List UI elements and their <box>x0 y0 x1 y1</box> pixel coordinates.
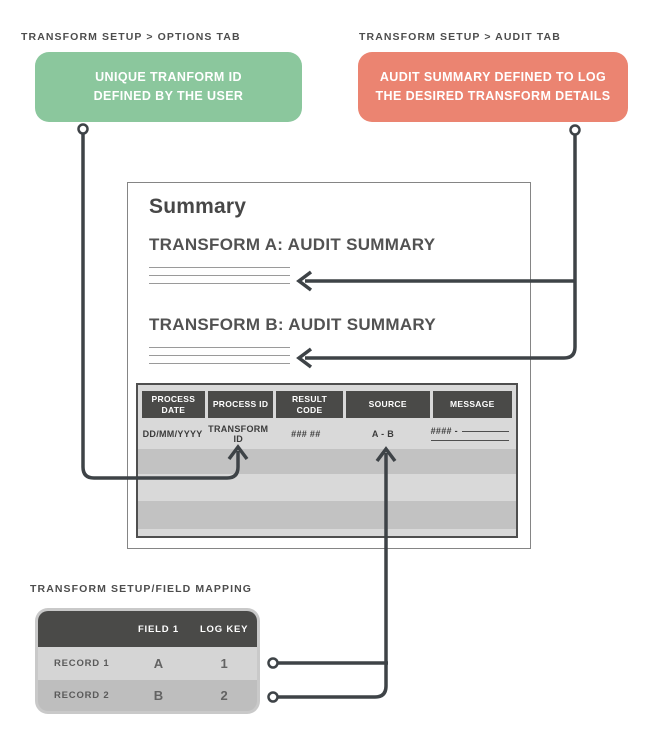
connector-dot <box>267 691 279 703</box>
header-cell-process-id: PROCESS ID <box>207 391 274 418</box>
audit-callout: AUDIT SUMMARY DEFINED TO LOG THE DESIRED… <box>358 52 628 122</box>
audit-callout-line2: THE DESIRED TRANSFORM DETAILS <box>375 89 611 103</box>
transform-a-placeholder-lines <box>149 267 290 291</box>
empty-table-row <box>138 501 516 529</box>
field-mapping-table: FIELD 1 LOG KEY RECORD 1 A 1 RECORD 2 B … <box>35 608 260 714</box>
transform-b-placeholder-lines <box>149 347 290 371</box>
connector-dot <box>77 123 89 135</box>
record2-field1-value: B <box>153 688 164 703</box>
record1-label: RECORD 1 <box>54 658 110 669</box>
empty-table-row <box>138 449 516 474</box>
mapping-header-field1: FIELD 1 <box>137 623 179 635</box>
audit-table-data-row: DD/MM/YYYY TRANSFORM ID ### ## A - B ###… <box>142 418 512 449</box>
audit-table-header-row: PROCESS DATE PROCESS ID RESULT CODE SOUR… <box>142 391 512 418</box>
record1-field1-value: A <box>153 656 164 671</box>
message-prefix: #### - <box>430 426 458 436</box>
audit-callout-line1: AUDIT SUMMARY DEFINED TO LOG <box>379 70 607 85</box>
data-cell-process-id: TRANSFORM ID <box>208 423 269 444</box>
data-cell-result-code: ### ## <box>291 428 321 439</box>
audit-tab-label: TRANSFORM SETUP > AUDIT TAB <box>359 31 561 43</box>
data-cell-source: A - B <box>371 428 395 439</box>
transform-b-heading: TRANSFORM B: AUDIT SUMMARY <box>149 315 437 334</box>
options-callout-line2: DEFINED BY THE USER <box>93 89 244 103</box>
connector-dot <box>569 124 581 136</box>
record2-logkey-value: 2 <box>220 688 228 703</box>
options-tab-label: TRANSFORM SETUP > OPTIONS TAB <box>21 31 241 43</box>
header-cell-source: SOURCE <box>345 391 430 418</box>
data-cell-message: #### - <box>428 426 512 441</box>
data-cell-process-date: DD/MM/YYYY <box>142 428 203 439</box>
mapping-row-record2: RECORD 2 B 2 <box>38 680 257 711</box>
mapping-header-logkey: LOG KEY <box>199 623 249 635</box>
summary-title: Summary <box>149 195 247 218</box>
options-callout-line1: UNIQUE TRANFORM ID <box>95 70 242 85</box>
message-placeholder-line <box>461 430 510 432</box>
record2-label: RECORD 2 <box>54 690 110 701</box>
audit-log-table: PROCESS DATE PROCESS ID RESULT CODE SOUR… <box>136 383 518 538</box>
empty-table-row <box>138 474 516 501</box>
transform-a-heading: TRANSFORM A: AUDIT SUMMARY <box>149 235 436 254</box>
header-cell-message: MESSAGE <box>432 391 512 418</box>
field-mapping-label: TRANSFORM SETUP/FIELD MAPPING <box>30 583 253 595</box>
header-cell-result-code: RESULT CODE <box>276 391 343 418</box>
header-cell-process-date: PROCESS DATE <box>142 391 205 418</box>
mapping-row-record1: RECORD 1 A 1 <box>38 647 257 680</box>
options-callout: UNIQUE TRANFORM ID DEFINED BY THE USER <box>35 52 302 122</box>
record1-logkey-value: 1 <box>220 656 228 671</box>
connector-dot <box>267 657 279 669</box>
mapping-header-row: FIELD 1 LOG KEY <box>38 611 257 647</box>
message-placeholder-line <box>430 440 510 441</box>
